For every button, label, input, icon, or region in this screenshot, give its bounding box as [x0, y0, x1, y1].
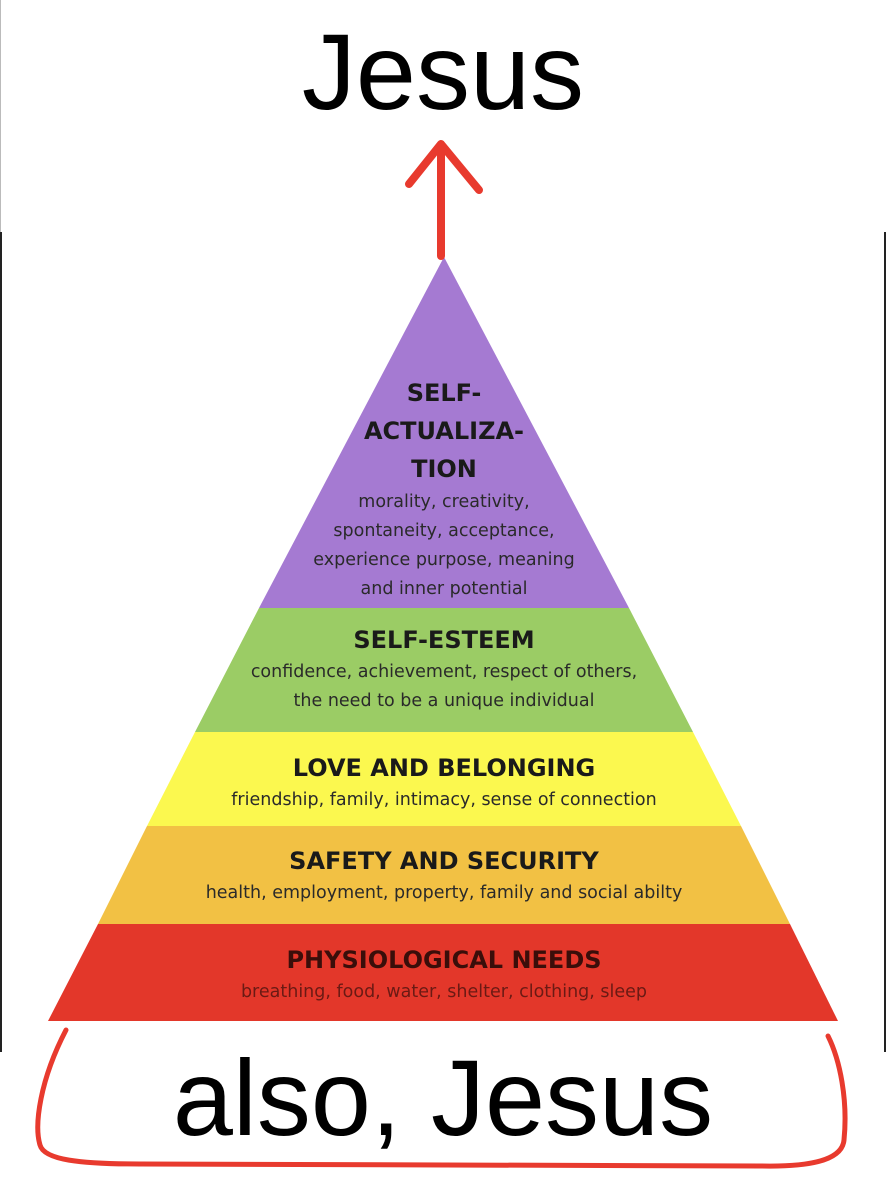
tier-label-self-actualization: SELF- ACTUALIZA- TION morality, creativi…	[244, 374, 644, 604]
tier-shape-safety-security	[98, 826, 790, 924]
tier-description: friendship, family, intimacy, sense of c…	[231, 790, 657, 810]
tier-label-safety-security: SAFETY AND SECURITY health, employment, …	[134, 843, 754, 908]
up-arrow	[405, 140, 483, 260]
tier-title: SELF- ACTUALIZA- TION	[363, 379, 525, 483]
tier-title: SELF-ESTEEM	[353, 626, 535, 654]
tier-title: PHYSIOLOGICAL NEEDS	[286, 946, 602, 974]
tier-label-physiological: PHYSIOLOGICAL NEEDS breathing, food, wat…	[144, 942, 744, 1007]
tier-description: breathing, food, water, shelter, clothin…	[240, 982, 648, 1002]
bottom-bracket	[35, 1027, 848, 1169]
tier-description: morality, creativity, spontaneity, accep…	[313, 492, 575, 599]
headline-bottom: also, Jesus	[172, 1037, 714, 1158]
tier-shape-self-actualization	[259, 257, 629, 608]
tier-description: health, employment, property, family and…	[205, 883, 683, 903]
up-arrow-head	[405, 140, 483, 194]
tier-shape-self-esteem	[195, 608, 693, 732]
headline-top: Jesus	[301, 11, 585, 132]
left-edge-line-top	[0, 0, 1, 232]
tier-shape-physiological	[48, 924, 838, 1021]
tier-label-love-belonging: LOVE AND BELONGING friendship, family, i…	[144, 750, 744, 815]
tier-title: LOVE AND BELONGING	[292, 754, 596, 782]
tier-title: SAFETY AND SECURITY	[289, 847, 599, 875]
tier-description: confidence, achievement, respect of othe…	[250, 662, 638, 711]
left-edge-line	[0, 232, 2, 1052]
tier-shape-love-belonging	[147, 732, 741, 826]
tier-label-self-esteem: SELF-ESTEEM confidence, achievement, res…	[194, 622, 694, 716]
right-edge-line	[884, 232, 886, 1052]
